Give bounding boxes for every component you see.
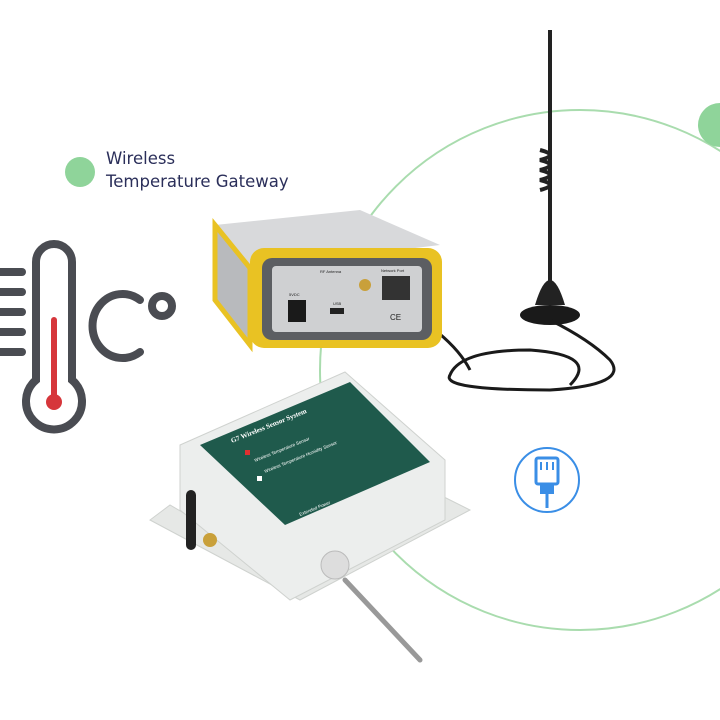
sensor-device: G7 Wireless Sensor System Wireless Tempe… (149, 371, 472, 663)
port-label: RF Antenna (320, 269, 342, 274)
celsius-icon (88, 290, 176, 362)
caption-line-1: Wireless (106, 149, 176, 168)
port-label: Network Port (381, 268, 405, 273)
gateway-device: CE 5VDC USB RF Antenna Network Port (212, 210, 442, 353)
antenna-icon (369, 30, 616, 392)
ethernet-plug-icon (514, 447, 580, 513)
port-label: 5VDC (289, 292, 300, 297)
caption: Wireless Temperature Gateway (106, 147, 289, 193)
thermometer-icon (0, 240, 86, 434)
decorative-dot (698, 103, 720, 147)
port-label: USB (333, 301, 342, 306)
ce-mark: CE (390, 313, 401, 322)
caption-line-2: Temperature Gateway (106, 172, 289, 191)
caption-bullet (65, 157, 95, 187)
decorative-circle (319, 109, 720, 631)
